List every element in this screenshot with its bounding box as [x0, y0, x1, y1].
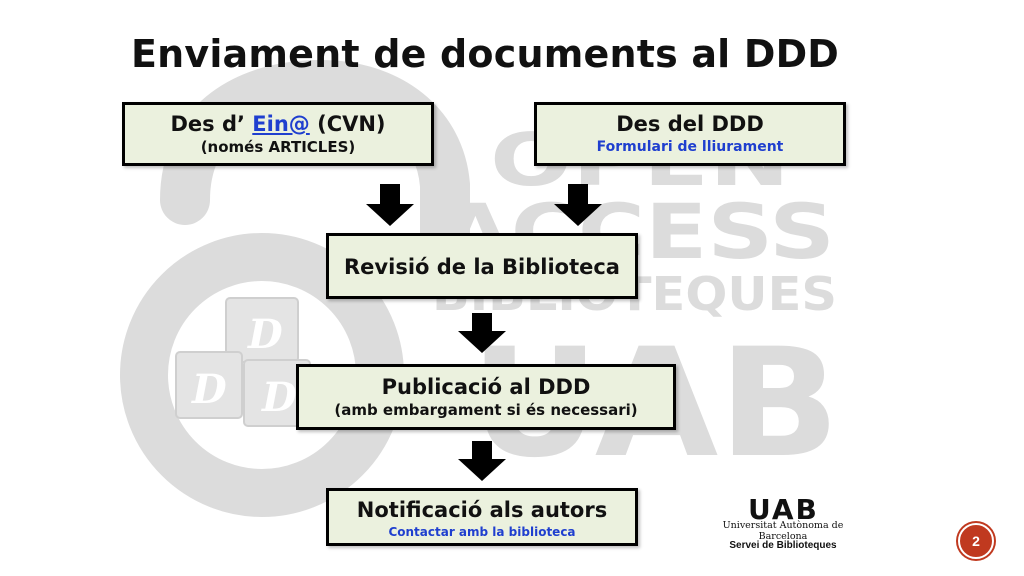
formulari-lliurament-link[interactable]: Formulari de lliurament: [596, 139, 784, 155]
contactar-biblioteca-link[interactable]: Contactar amb la biblioteca: [388, 525, 576, 539]
uab-logo: UAB: [748, 493, 819, 526]
box-source-eina-suffix: (CVN): [309, 112, 386, 136]
box-source-ddd: Des del DDD Formulari de lliurament: [534, 102, 846, 166]
box-notificacio-title: Notificació als autors: [356, 498, 608, 522]
box-revisio: Revisió de la Biblioteca: [326, 233, 638, 299]
letter-blocks: [175, 297, 311, 427]
block-letter-right: D: [261, 374, 297, 421]
slide-title: Enviament de documents al DDD: [130, 32, 840, 76]
arrow-eina-to-revisio: [366, 184, 414, 226]
box-source-ddd-title: Des del DDD: [616, 112, 764, 136]
block-letter-left: D: [191, 366, 227, 413]
box-publicacio-title: Publicació al DDD: [381, 375, 591, 399]
box-notificacio: Notificació als autors Contactar amb la …: [326, 488, 638, 546]
eina-link[interactable]: Ein@: [252, 112, 310, 136]
library-service-name: Servei de Biblioteques: [729, 540, 837, 551]
page-number-badge: 2: [958, 523, 994, 559]
box-source-eina-prefix: Des d’: [170, 112, 253, 136]
arrow-revisio-to-publicacio: [458, 313, 506, 353]
box-publicacio-subtitle: (amb embargament si és necessari): [334, 401, 638, 419]
box-source-eina-subtitle: (només ARTICLES): [200, 138, 356, 156]
box-revisio-title: Revisió de la Biblioteca: [344, 255, 620, 279]
university-name: Universitat Autònoma de Barcelona: [722, 520, 844, 542]
box-source-eina-title: Des d’ Ein@ (CVN): [125, 111, 431, 137]
box-publicacio: Publicació al DDD (amb embargament si és…: [296, 364, 676, 430]
box-source-eina: Des d’ Ein@ (CVN) (només ARTICLES): [122, 102, 434, 166]
block-letter-top: D: [247, 311, 283, 358]
arrow-ddd-to-revisio: [554, 184, 602, 226]
arrow-publicacio-to-notificacio: [458, 441, 506, 481]
